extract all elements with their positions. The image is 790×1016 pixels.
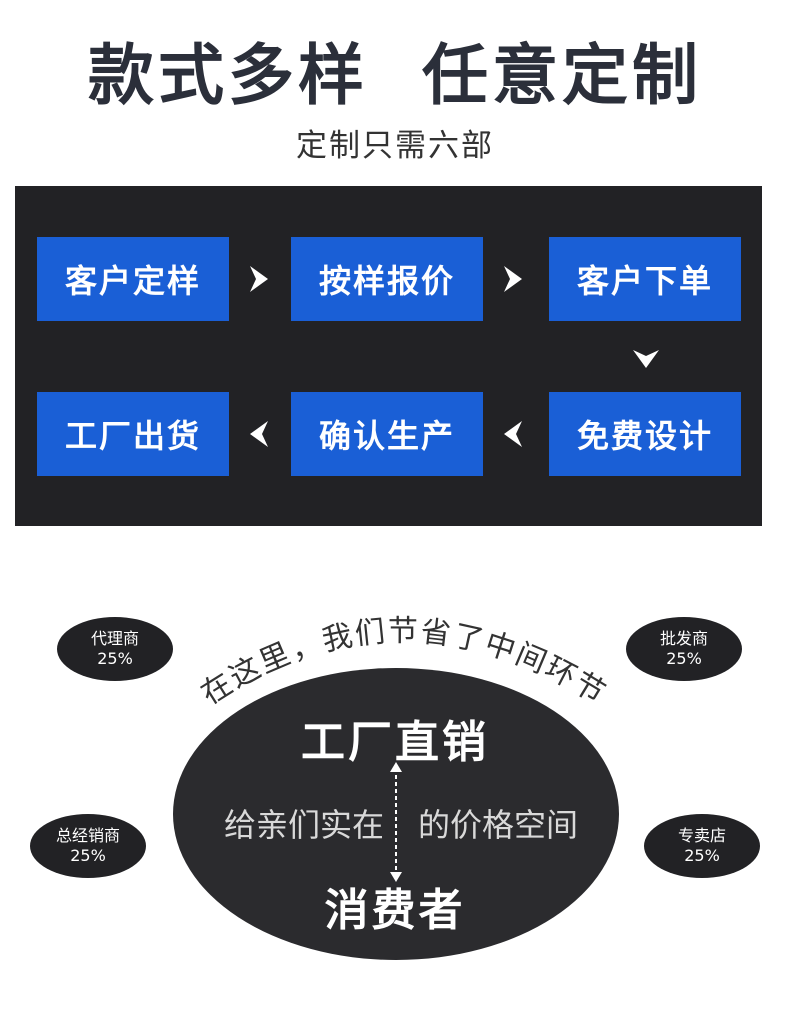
badge-distributor: 总经销商 25% [30,814,146,878]
badge-value: 25% [666,649,702,668]
badge-wholesaler: 批发商 25% [626,617,742,681]
badge-label: 代理商 [90,629,139,648]
badge-value: 25% [70,846,106,865]
step-quote: 按样报价 [291,237,483,321]
badge-label: 总经销商 [55,826,120,845]
factory-direct-label: 工厂直销 [301,717,489,768]
badge-value: 25% [684,846,720,865]
step-production: 确认生产 [291,392,483,476]
badge-store: 专卖店 25% [644,814,760,878]
arrow-right-icon [502,264,524,294]
badge-label: 专卖店 [677,826,726,845]
badge-value: 25% [97,649,133,668]
arrow-left-icon [248,419,270,449]
badge-agent: 代理商 25% [57,617,173,681]
arrow-right-icon [248,264,270,294]
step-design: 免费设计 [549,392,741,476]
arrow-left-icon [502,419,524,449]
arrow-down-icon [631,348,661,370]
process-panel: 客户定样 按样报价 客户下单 工厂出货 确认生产 免费设计 [15,186,762,526]
step-order: 客户下单 [549,237,741,321]
double-arrow-icon [390,762,402,882]
consumer-label: 消费者 [324,885,466,936]
price-text-right: 的价格空间 [417,806,578,844]
page-title: 款式多样 任意定制 [88,37,702,114]
step-customer-sample: 客户定样 [37,237,229,321]
badge-label: 批发商 [659,629,708,648]
price-text-left: 给亲们实在 [223,806,384,844]
step-shipping: 工厂出货 [37,392,229,476]
page-subtitle: 定制只需六部 [296,128,494,164]
